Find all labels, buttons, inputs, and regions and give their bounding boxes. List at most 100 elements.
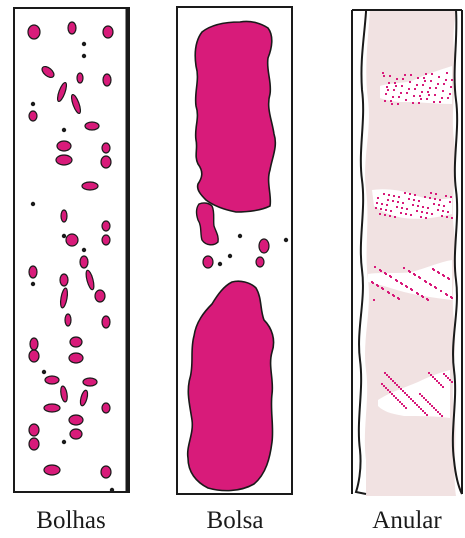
droplet xyxy=(433,101,435,103)
droplet xyxy=(434,378,436,380)
droplet xyxy=(421,395,423,397)
droplet xyxy=(405,407,407,409)
droplet xyxy=(451,381,453,383)
droplet xyxy=(379,269,381,271)
droplet xyxy=(390,378,392,380)
droplet xyxy=(382,72,384,74)
droplet xyxy=(387,199,389,201)
droplet xyxy=(387,389,389,391)
droplet xyxy=(412,400,414,402)
droplet xyxy=(394,82,396,84)
droplet xyxy=(405,213,407,215)
droplet xyxy=(384,214,386,216)
droplet xyxy=(395,85,397,87)
droplet xyxy=(421,91,423,93)
small-bubble xyxy=(284,238,288,242)
droplet xyxy=(410,288,412,290)
bubble xyxy=(70,429,82,439)
droplet xyxy=(380,208,382,210)
droplet xyxy=(439,413,441,415)
droplet xyxy=(392,294,394,296)
droplet xyxy=(422,206,424,208)
droplet xyxy=(418,276,420,278)
droplet xyxy=(381,203,383,205)
droplet xyxy=(440,384,442,386)
droplet xyxy=(409,193,411,195)
droplet xyxy=(420,216,422,218)
droplet xyxy=(442,210,444,212)
droplet xyxy=(441,215,443,217)
droplet xyxy=(431,213,433,215)
annular-flow-panel xyxy=(352,10,462,496)
droplet xyxy=(403,405,405,407)
droplet xyxy=(413,95,415,97)
droplet xyxy=(430,374,432,376)
droplet xyxy=(434,198,436,200)
droplet xyxy=(389,75,391,77)
droplet xyxy=(383,193,385,195)
droplet xyxy=(410,398,412,400)
droplet xyxy=(441,415,443,417)
bubble xyxy=(44,404,60,412)
droplet xyxy=(413,273,415,275)
droplet xyxy=(398,386,400,388)
droplet xyxy=(450,86,452,88)
bubble xyxy=(102,221,110,231)
droplet xyxy=(420,408,422,410)
droplet xyxy=(417,205,419,207)
droplet xyxy=(449,93,451,95)
droplet xyxy=(422,84,424,86)
bubble xyxy=(65,314,71,326)
droplet xyxy=(446,72,448,74)
bubble xyxy=(66,234,78,246)
droplet xyxy=(406,208,408,210)
droplet xyxy=(371,281,373,283)
droplet xyxy=(424,280,426,282)
droplet xyxy=(443,83,445,85)
droplet xyxy=(376,202,378,204)
bubble xyxy=(44,465,60,475)
droplet xyxy=(404,392,406,394)
bubble xyxy=(82,182,98,190)
droplet xyxy=(451,79,453,81)
bubble xyxy=(69,353,83,363)
droplet xyxy=(445,79,447,81)
droplet xyxy=(424,80,426,82)
bubble xyxy=(103,74,111,86)
droplet xyxy=(410,214,412,216)
droplet xyxy=(397,201,399,203)
droplet xyxy=(402,202,404,204)
droplet xyxy=(422,410,424,412)
bubble xyxy=(60,386,69,403)
droplet xyxy=(397,103,399,105)
droplet xyxy=(401,85,403,87)
droplet xyxy=(433,407,435,409)
droplet xyxy=(384,372,386,374)
droplet xyxy=(434,286,436,288)
droplet xyxy=(388,194,390,196)
bubble xyxy=(69,415,83,425)
small-bubble xyxy=(31,202,35,206)
droplet xyxy=(403,267,405,269)
small-bubble xyxy=(42,370,46,374)
droplet xyxy=(416,404,418,406)
droplet xyxy=(443,205,445,207)
droplet xyxy=(447,211,449,213)
bubble xyxy=(102,403,110,413)
bubble xyxy=(30,338,38,350)
droplet xyxy=(398,96,400,98)
droplet xyxy=(435,193,437,195)
caption-slug: Bolsa xyxy=(155,506,315,536)
bubble xyxy=(61,210,67,222)
droplet xyxy=(408,88,410,90)
bubble xyxy=(45,376,59,384)
droplet xyxy=(427,207,429,209)
droplet xyxy=(426,414,428,416)
droplet xyxy=(405,285,407,287)
bubble xyxy=(57,141,71,151)
bubble xyxy=(85,270,96,291)
bubble xyxy=(79,389,89,406)
droplet xyxy=(384,100,386,102)
droplet xyxy=(418,200,420,202)
droplet xyxy=(429,197,431,199)
